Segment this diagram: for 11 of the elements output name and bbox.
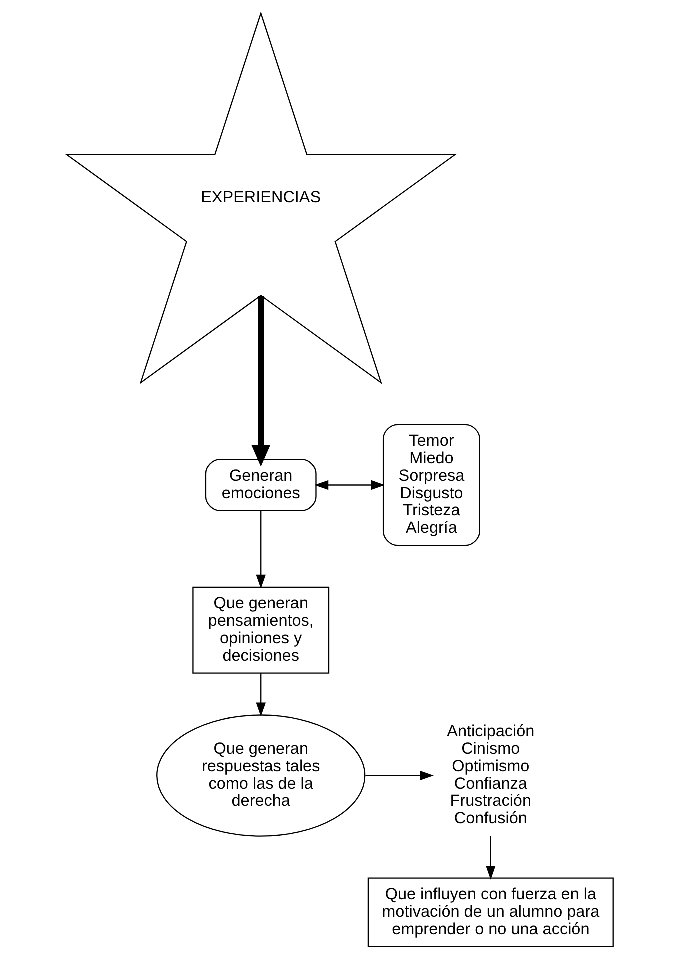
arrow xyxy=(256,510,266,589)
node-text: Anticipación Cinismo Optimismo Confianza Frustración Confusión xyxy=(446,722,534,828)
node-box: Que influyen con fuerza en la motivación de un alumno para emprender o no una acción xyxy=(367,878,614,948)
arrow xyxy=(486,836,496,880)
node-box: Que generan pensamientos, opiniones y decisiones xyxy=(192,586,330,674)
arrow xyxy=(314,480,385,490)
node-box: Generan emociones xyxy=(204,459,316,512)
node-box: Temor Miedo Sorpresa Disgusto Tristeza Alegría xyxy=(382,424,480,546)
arrow xyxy=(365,770,434,781)
node-ellipse: Que generan respuestas tales como las de la derecha xyxy=(156,714,366,837)
arrow xyxy=(256,673,266,717)
